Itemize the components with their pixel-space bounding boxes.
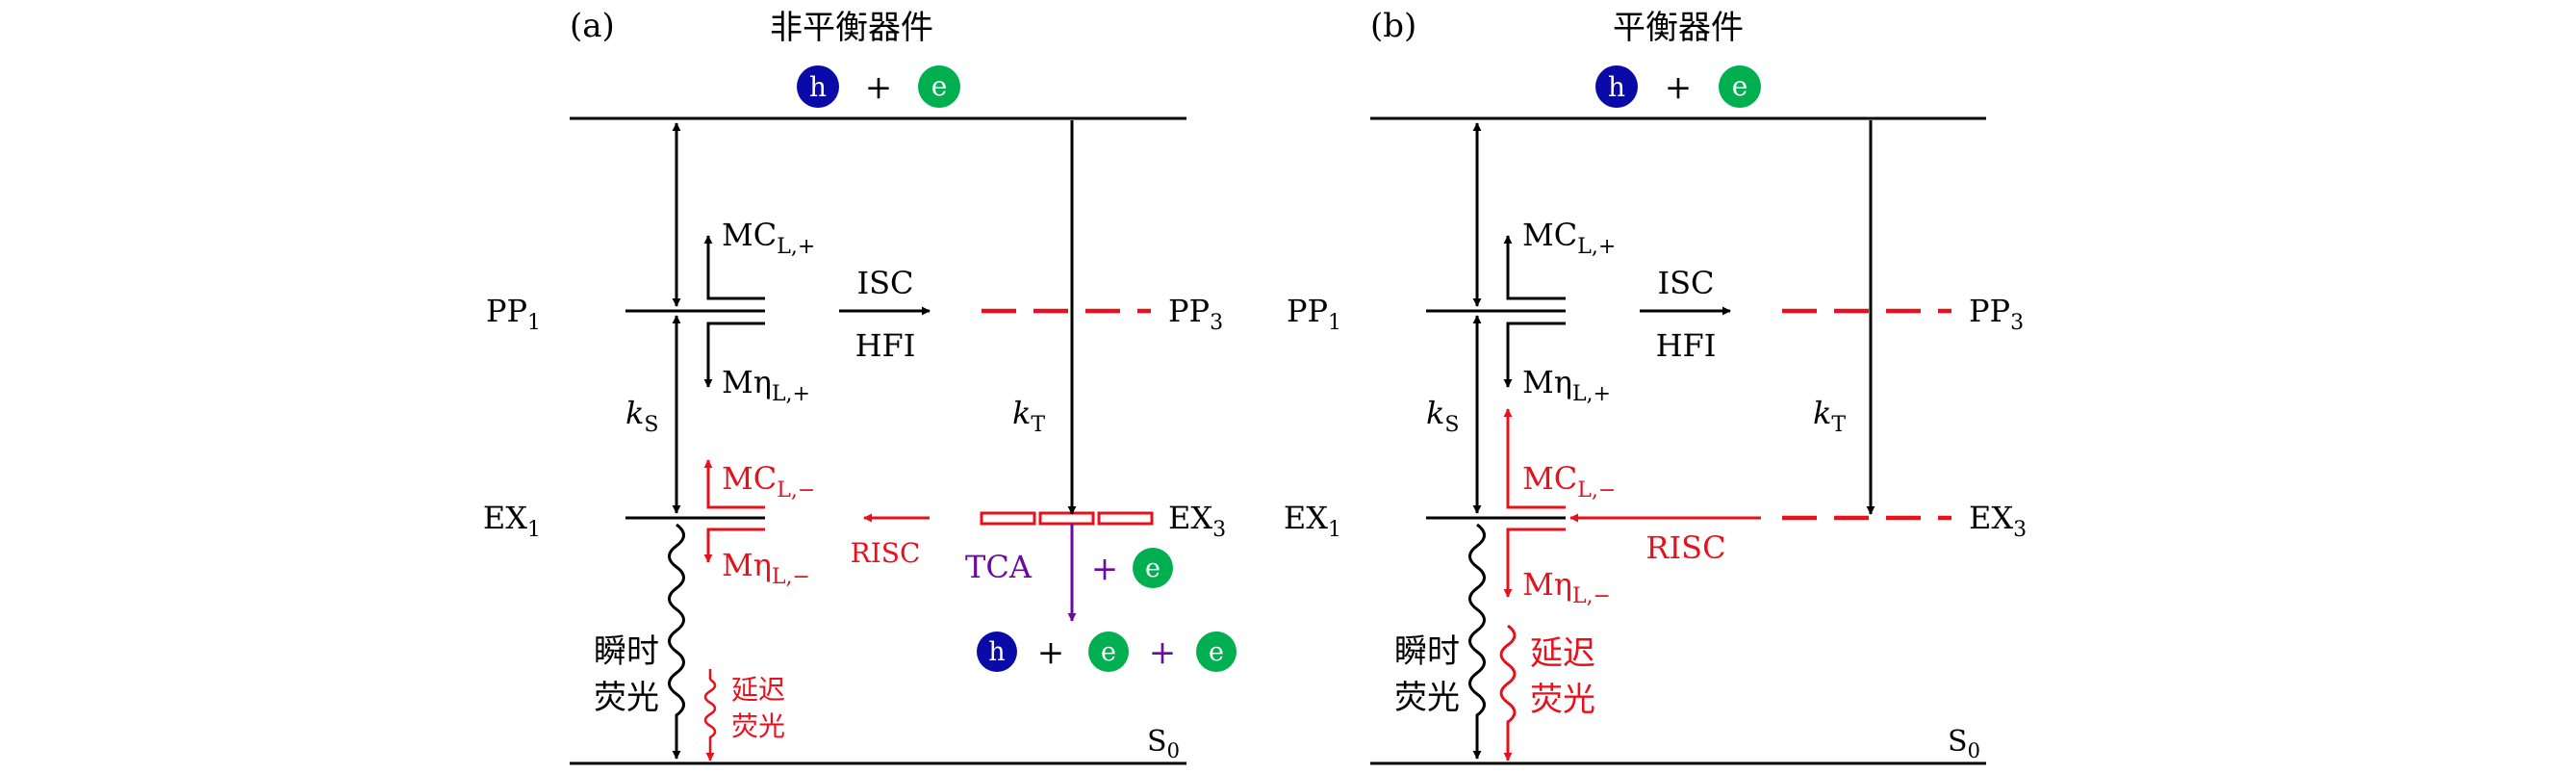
meta-minus-label: MηL,− bbox=[1522, 566, 1611, 608]
delayed-fluorescence-label-2: 荧光 bbox=[731, 710, 785, 742]
kt-label: kT bbox=[1813, 395, 1846, 437]
mc-plus-arrow bbox=[1503, 235, 1566, 300]
isc-label: ISC bbox=[856, 265, 913, 301]
meta-plus-label: MηL,+ bbox=[1522, 364, 1611, 406]
s0-label: S0 bbox=[1147, 725, 1180, 762]
s0-label: S0 bbox=[1948, 725, 1980, 762]
electron-badge-label: e bbox=[931, 70, 948, 102]
electron-badge bbox=[1088, 631, 1129, 672]
pp3-label: PP3 bbox=[1969, 293, 2024, 335]
hole-badge-label: h bbox=[988, 637, 1005, 667]
panel-a-title: 非平衡器件 bbox=[770, 9, 933, 47]
plus-sign: + bbox=[865, 68, 893, 107]
prompt-fluorescence-wave bbox=[1468, 523, 1486, 760]
electron-badge-label: e bbox=[1209, 637, 1224, 667]
hole-badge bbox=[1595, 65, 1638, 108]
electron-badge bbox=[1133, 548, 1173, 588]
pp3-label: PP3 bbox=[1168, 293, 1223, 335]
ex1-label: EX1 bbox=[1284, 500, 1341, 542]
meta-plus-arrow bbox=[1503, 322, 1566, 388]
isc-label: ISC bbox=[1657, 265, 1714, 301]
ks-label: kS bbox=[625, 395, 658, 437]
delayed-fluorescence-wave bbox=[703, 678, 717, 761]
ex3-label: EX3 bbox=[1168, 500, 1226, 542]
electron-badge bbox=[918, 65, 960, 108]
delayed-fluorescence-label-1: 延迟 bbox=[731, 674, 785, 706]
pp1-label: PP1 bbox=[1287, 293, 1341, 335]
electron-badge-label: e bbox=[1101, 637, 1116, 667]
panel-a-label: (a) bbox=[570, 7, 615, 45]
plus-sign: + bbox=[1149, 633, 1177, 672]
mc-minus-arrow bbox=[703, 459, 765, 509]
pp1-label: PP1 bbox=[486, 293, 541, 335]
hole-badge-label: h bbox=[1608, 71, 1625, 103]
hole-badge-label: h bbox=[809, 71, 827, 103]
hole-badge bbox=[797, 65, 839, 108]
panel-b: (b) 平衡器件 h + e PP1 EX1 PP3 EX3 S0 kS kT … bbox=[1284, 7, 2027, 765]
meta-minus-label: MηL,− bbox=[722, 547, 810, 589]
meta-plus-label: MηL,+ bbox=[722, 364, 810, 406]
prompt-fluorescence-wave bbox=[668, 523, 685, 760]
electron-badge bbox=[1719, 65, 1761, 108]
panel-b-label: (b) bbox=[1370, 7, 1416, 45]
prompt-fluorescence-label-2: 荧光 bbox=[594, 679, 659, 717]
tca-plus: + bbox=[1091, 550, 1119, 588]
prompt-fluorescence-label-1: 瞬时 bbox=[1394, 632, 1460, 671]
risc-label: RISC bbox=[851, 537, 921, 569]
electron-badge-label: e bbox=[1732, 70, 1748, 102]
panel-b-top-carriers: h + e bbox=[1595, 65, 1761, 108]
panel-a-top-carriers: h + e bbox=[797, 65, 960, 108]
ex3-label: EX3 bbox=[1969, 500, 2027, 542]
mc-minus-label: MCL,− bbox=[722, 460, 815, 502]
kt-label: kT bbox=[1012, 395, 1045, 437]
tca-label: TCA bbox=[965, 549, 1033, 585]
prompt-fluorescence-label-1: 瞬时 bbox=[594, 632, 659, 671]
ks-label: kS bbox=[1426, 395, 1459, 437]
meta-minus-arrow bbox=[703, 528, 765, 563]
delayed-fluorescence-label-1: 延迟 bbox=[1530, 634, 1595, 673]
panel-b-title: 平衡器件 bbox=[1613, 9, 1744, 47]
hole-badge bbox=[977, 631, 1017, 672]
plus-sign: + bbox=[1665, 68, 1693, 107]
tca-products: h + e + e bbox=[977, 631, 1237, 672]
risc-label: RISC bbox=[1645, 529, 1725, 566]
ex1-label: EX1 bbox=[483, 500, 541, 542]
delayed-fluorescence-wave bbox=[1499, 624, 1517, 761]
hfi-label: HFI bbox=[1656, 327, 1717, 364]
meta-plus-arrow bbox=[703, 322, 765, 388]
mc-plus-arrow bbox=[703, 235, 765, 300]
electron-badge-label: e bbox=[1145, 554, 1160, 583]
mc-minus-label: MCL,− bbox=[1522, 460, 1616, 502]
prompt-fluorescence-label-2: 荧光 bbox=[1394, 679, 1460, 717]
mc-minus-arrow bbox=[1503, 408, 1566, 509]
mc-plus-label: MCL,+ bbox=[722, 217, 815, 259]
plus-sign: + bbox=[1037, 633, 1065, 672]
delayed-fluorescence-label-2: 荧光 bbox=[1530, 681, 1595, 719]
mc-plus-label: MCL,+ bbox=[1522, 217, 1616, 259]
hfi-label: HFI bbox=[855, 327, 916, 364]
electron-badge bbox=[1196, 631, 1237, 672]
panel-a: (a) 非平衡器件 h + e PP1 EX1 PP3 EX3 S0 bbox=[483, 7, 1237, 765]
ex3-level-rects bbox=[980, 511, 1154, 526]
meta-minus-arrow bbox=[1503, 528, 1566, 598]
